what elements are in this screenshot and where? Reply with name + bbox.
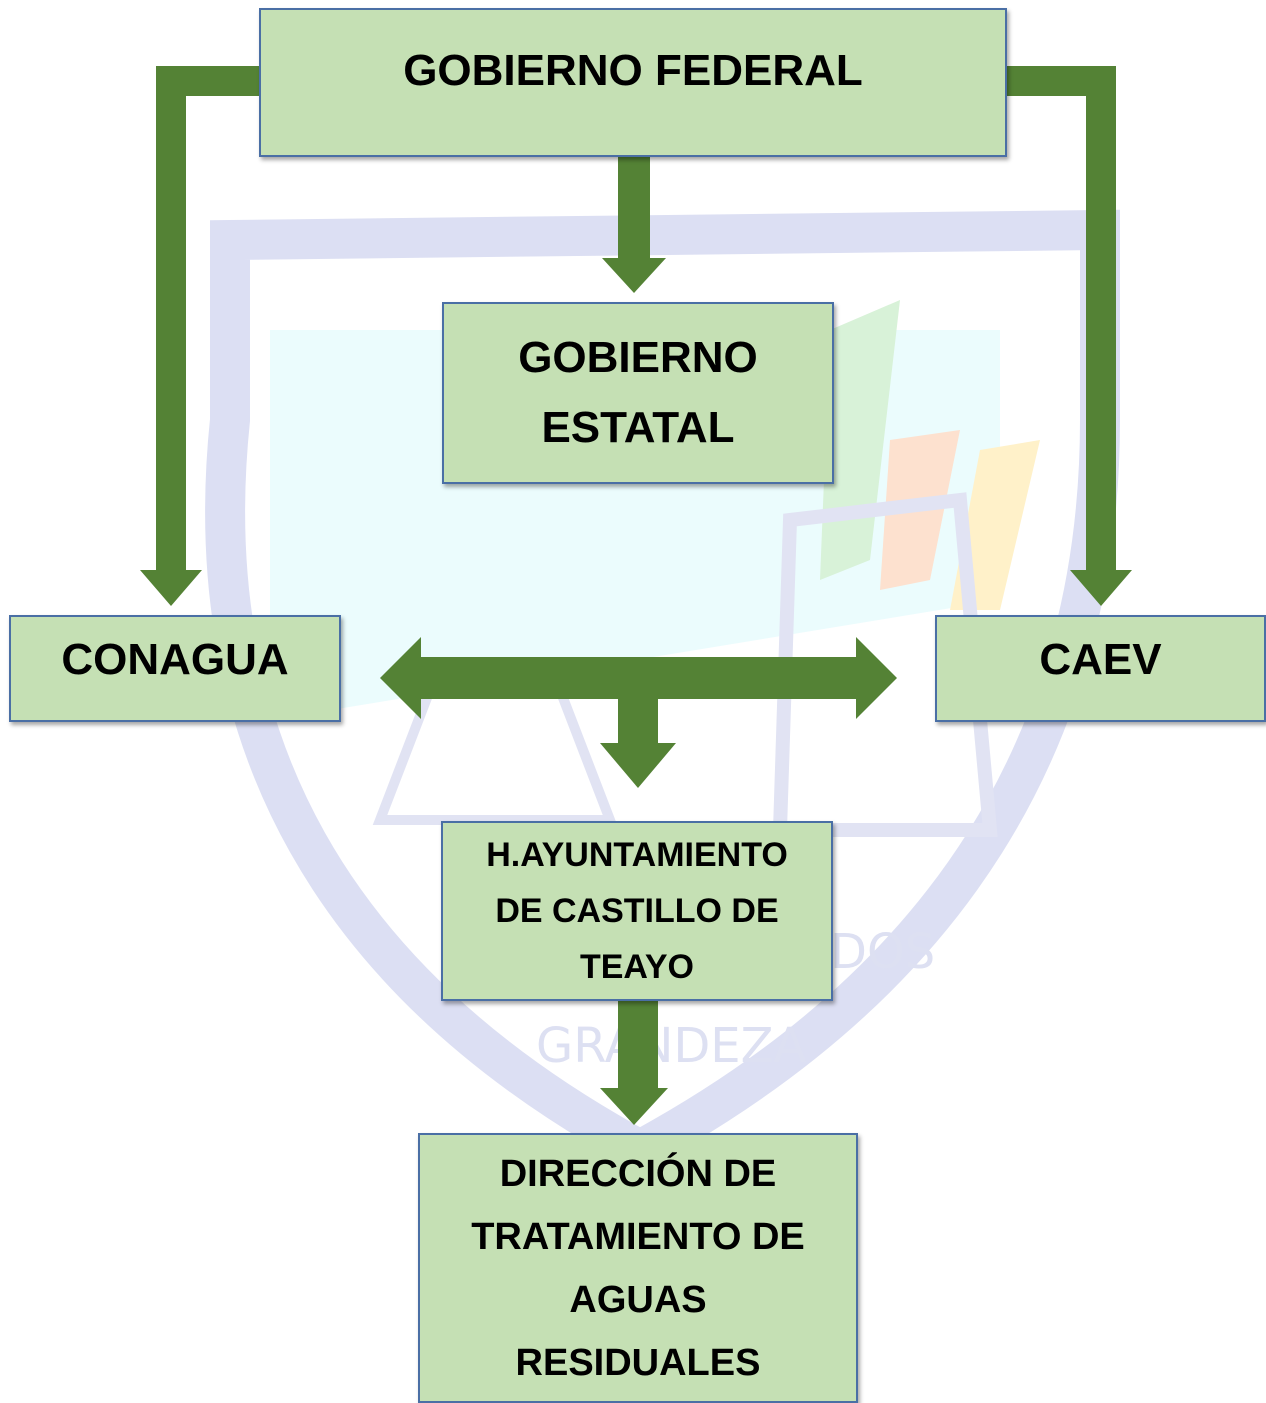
box-gobierno-estatal-label: GOBIERNO ESTATAL <box>518 333 758 452</box>
watermark-text-line2: GRANDEZA <box>536 1018 807 1074</box>
box-gobierno-estatal: GOBIERNO ESTATAL <box>442 302 834 484</box>
box-conagua: CONAGUA <box>9 615 341 722</box>
box-conagua-label: CONAGUA <box>61 634 289 684</box>
box-direccion-tratamiento: DIRECCIÓN DE TRATAMIENTO DE AGUAS RESIDU… <box>418 1133 858 1403</box>
box-caev-label: CAEV <box>1039 634 1162 684</box>
arrow-conagua-caev-double <box>380 637 897 719</box>
watermark-tower <box>772 492 998 837</box>
arrow-federal-to-conagua <box>140 66 259 606</box>
box-direccion-tratamiento-label: DIRECCIÓN DE TRATAMIENTO DE AGUAS RESIDU… <box>471 1153 805 1384</box>
box-gobierno-federal-label: GOBIERNO FEDERAL <box>403 45 863 95</box>
box-h-ayuntamiento-label: H.AYUNTAMIENTO DE CASTILLO DE TEAYO <box>486 836 788 986</box>
watermark-text-line1: DOS <box>830 924 935 980</box>
arrow-federal-to-estatal <box>602 157 666 293</box>
arrow-ayuntamiento-to-direccion <box>600 1001 668 1125</box>
arrow-federal-to-caev <box>1007 66 1132 606</box>
arrow-to-ayuntamiento <box>600 699 676 788</box>
box-h-ayuntamiento: H.AYUNTAMIENTO DE CASTILLO DE TEAYO <box>441 821 833 1001</box>
box-caev: CAEV <box>935 615 1266 722</box>
box-gobierno-federal: GOBIERNO FEDERAL <box>259 8 1007 157</box>
